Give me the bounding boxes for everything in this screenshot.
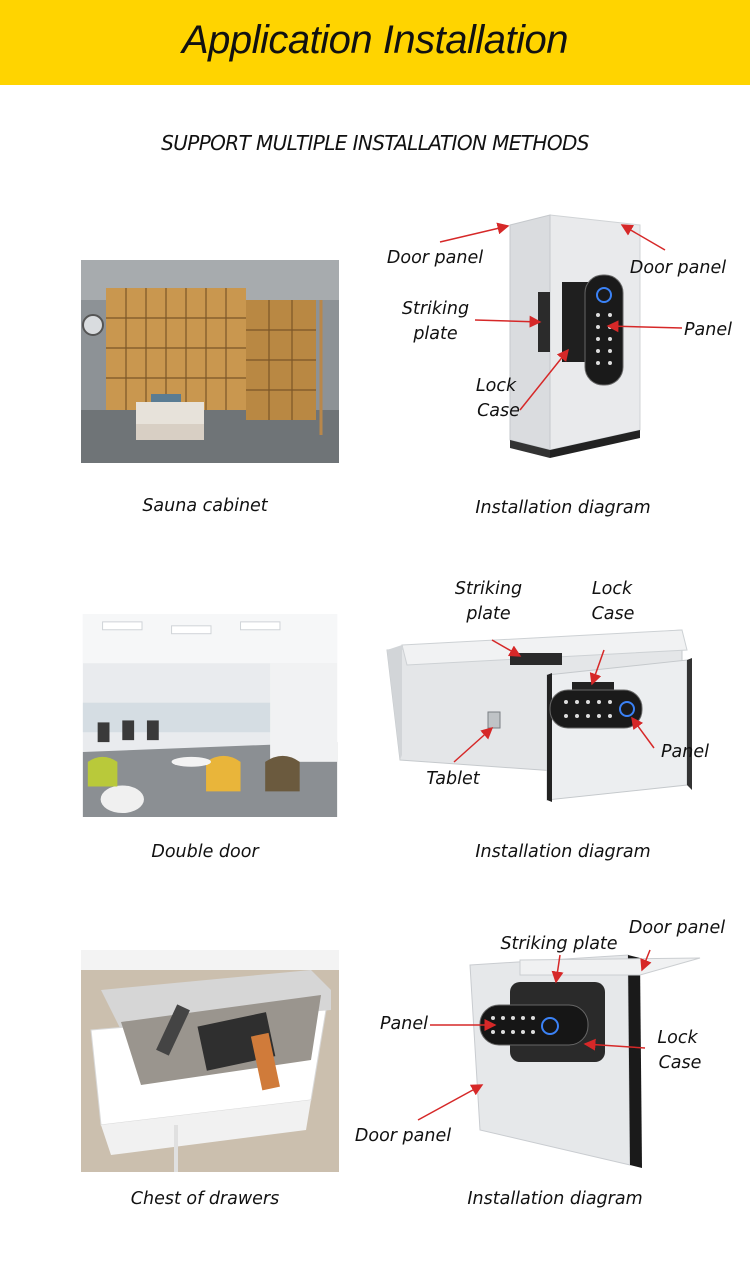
installation-diagram-2 [382, 620, 750, 820]
diagram-caption-3: Installation diagram [467, 1189, 643, 1209]
chest-of-drawers-photo [81, 950, 339, 1172]
label-lock-case-line2: Case [477, 401, 520, 421]
label-lock-case-line2-s3: Case [658, 1053, 702, 1073]
drawer-illustration [81, 950, 339, 1172]
installation-diagram-1 [380, 210, 750, 470]
diagram-caption-2: Installation diagram [475, 842, 651, 862]
photo-caption-chest: Chest of drawers [130, 1189, 280, 1209]
label-panel-s2: Panel [661, 742, 709, 762]
double-door-photo [81, 614, 339, 817]
label-door-panel-right: Door panel [629, 258, 727, 278]
office-illustration [82, 614, 338, 817]
sauna-cabinet-photo [81, 260, 339, 463]
label-striking-plate-line1: Striking [401, 299, 470, 319]
label-striking-plate-s3: Striking plate [500, 934, 618, 954]
page-title: Application Installation [181, 18, 569, 62]
label-lock-case-line1: Lock [475, 376, 517, 396]
sauna-cabinet-illustration [81, 260, 339, 463]
diagram-caption-1: Installation diagram [475, 498, 651, 518]
label-tablet: Tablet [426, 769, 480, 789]
label-lock-case-line1-s3: Lock [657, 1028, 698, 1048]
label-panel: Panel [684, 320, 732, 340]
label-door-panel-top: Door panel [628, 918, 726, 938]
label-door-panel-left: Door panel [386, 248, 484, 268]
label-striking-plate-line1-s2: Striking [454, 579, 523, 599]
label-lock-case-line1-s2: Lock [591, 579, 633, 599]
photo-caption-sauna: Sauna cabinet [142, 496, 268, 516]
label-striking-plate-line2: plate [413, 324, 458, 344]
label-panel-s3: Panel [380, 1014, 428, 1034]
photo-caption-double-door: Double door [151, 842, 259, 862]
label-striking-plate-line2-s2: plate [466, 604, 511, 624]
label-lock-case-line2-s2: Case [591, 604, 635, 624]
header-banner: Application Installation [0, 0, 750, 85]
label-door-panel-bottom: Door panel [354, 1126, 452, 1146]
section-subtitle: SUPPORT MULTIPLE INSTALLATION METHODS [161, 131, 589, 155]
installation-diagram-3 [380, 940, 750, 1180]
